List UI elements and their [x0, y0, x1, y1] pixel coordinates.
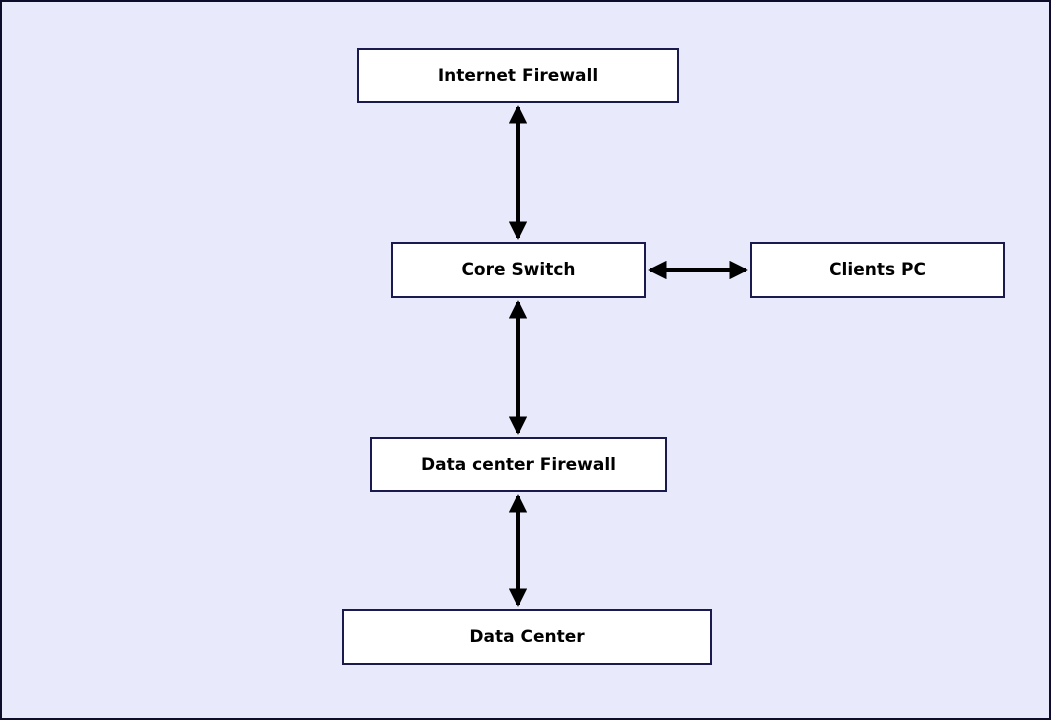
node-clients-pc[interactable]: Clients PC [750, 242, 1005, 298]
node-label: Clients PC [829, 260, 926, 280]
node-data-center[interactable]: Data Center [342, 609, 712, 665]
node-label: Core Switch [461, 260, 576, 280]
node-datacenter-firewall[interactable]: Data center Firewall [370, 437, 667, 492]
node-label: Internet Firewall [437, 65, 599, 86]
node-label: Data Center [469, 627, 585, 647]
node-core-switch[interactable]: Core Switch [391, 242, 646, 298]
node-label: Data center Firewall [421, 454, 616, 475]
node-internet-firewall[interactable]: Internet Firewall [357, 48, 679, 103]
